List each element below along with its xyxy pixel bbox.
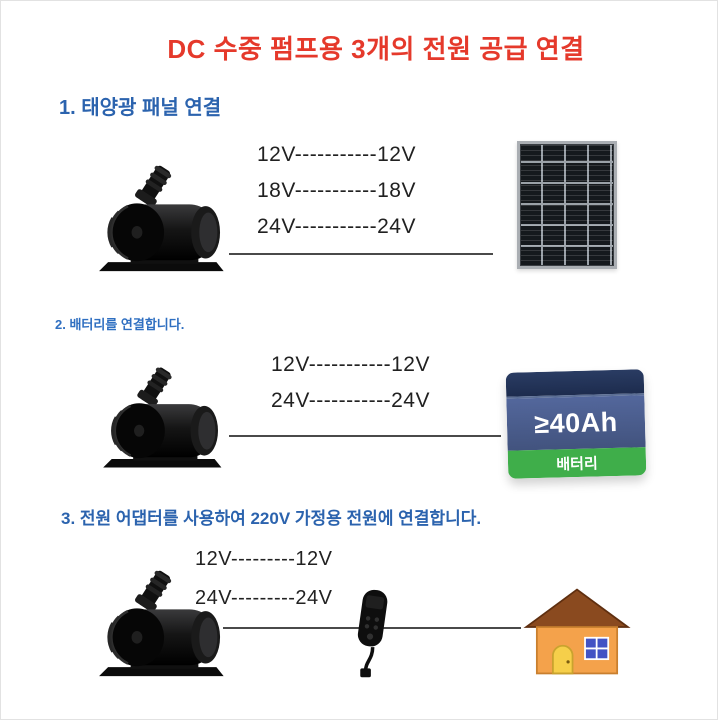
page-title: DC 수중 펌프용 3개의 전원 공급 연결 (167, 34, 585, 64)
voltage-row: 12V---------12V (195, 548, 333, 570)
voltage-row: 12V-----------12V (257, 143, 416, 166)
section2-voltage-list: 12V-----------12V 24V-----------24V (271, 351, 430, 423)
submersible-pump-icon (81, 161, 239, 283)
section1-heading: 1. 태양광 패널 연결 (59, 97, 222, 119)
voltage-row: 12V-----------12V (271, 353, 430, 376)
voltage-row: 18V-----------18V (257, 179, 416, 202)
battery-terminal-band (505, 369, 645, 399)
section1-voltage-list: 12V-----------12V 18V-----------18V 24V-… (257, 141, 416, 249)
voltage-row: 24V---------24V (195, 587, 333, 609)
voltage-row: 24V-----------24V (271, 389, 430, 412)
solar-panel-icon (517, 141, 617, 269)
battery-capacity: ≥40Ah (506, 395, 646, 451)
section3-voltage-list: 12V---------12V 24V---------24V (195, 546, 333, 624)
connection-line (229, 253, 493, 255)
power-adapter-icon (339, 586, 401, 679)
battery-icon: ≥40Ah 배터리 (505, 369, 647, 479)
voltage-row: 24V-----------24V (257, 215, 416, 238)
connection-line (229, 435, 501, 437)
section3-heading: 3. 전원 어댑터를 사용하여 220V 가정용 전원에 연결합니다. (61, 509, 482, 528)
submersible-pump-icon (86, 363, 236, 479)
house-icon (519, 586, 635, 675)
battery-label: 배터리 (507, 447, 647, 479)
section2-heading: 2. 배터리를 연결합니다. (55, 317, 185, 332)
